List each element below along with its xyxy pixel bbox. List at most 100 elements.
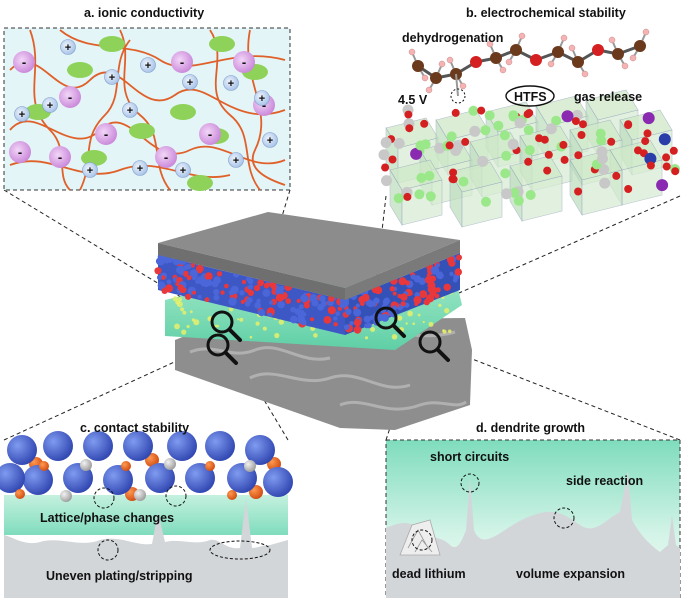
cathode-particle	[183, 270, 189, 276]
panel-a-title: a. ionic conductivity	[84, 6, 204, 20]
ceramic-filler	[81, 150, 107, 166]
ceramic-filler	[99, 36, 125, 52]
hydrogen-atom	[499, 66, 507, 74]
cation: +	[140, 57, 156, 73]
lattice-cell	[449, 161, 503, 229]
anion-symbol: -	[208, 127, 212, 142]
cathode-particle	[392, 305, 398, 311]
cathode-particle	[189, 269, 198, 278]
lattice-atom	[480, 125, 491, 136]
cathode-particle	[317, 303, 325, 311]
cation: +	[104, 69, 120, 85]
electrolyte-particle	[428, 321, 434, 327]
ceramic-filler	[170, 104, 196, 120]
cathode-particle	[398, 277, 407, 286]
hydrogen-atom	[547, 60, 555, 68]
lattice-atom	[513, 195, 524, 206]
electrolyte-particle	[237, 318, 240, 321]
interface-particle	[244, 460, 256, 472]
lattice-label: Lattice/phase changes	[40, 511, 174, 525]
interface-particle	[227, 490, 237, 500]
cation-symbol: +	[180, 165, 186, 177]
lattice-atom	[574, 151, 583, 160]
lattice-atom	[393, 137, 405, 149]
lattice-atom	[523, 110, 532, 119]
cathode-particle	[23, 465, 53, 495]
lattice-atom	[404, 110, 413, 119]
lattice-atom	[624, 185, 633, 193]
cathode-particle	[443, 283, 451, 291]
lattice-atom	[514, 117, 526, 129]
cathode-particle	[424, 276, 432, 284]
cathode-particle	[220, 290, 225, 295]
cathode-particle	[186, 275, 192, 281]
side-reaction-label: side reaction	[566, 474, 643, 488]
cathode-particle	[265, 282, 271, 287]
lattice-atom	[543, 166, 552, 175]
electrolyte-particle	[228, 307, 234, 312]
anion: -	[171, 51, 193, 73]
cathode-particle	[294, 308, 302, 315]
cation-symbol: +	[109, 72, 115, 84]
anion-symbol: -	[104, 127, 108, 142]
lattice-atom	[634, 146, 642, 155]
lattice-atom	[642, 112, 655, 125]
interface-particle	[134, 489, 146, 501]
cathode-particle	[435, 287, 441, 293]
cation-symbol: +	[187, 77, 193, 89]
electrolyte-particle	[412, 322, 416, 326]
interface-particle	[39, 461, 49, 471]
lattice-atom	[509, 187, 520, 198]
polymer-chain	[29, 29, 71, 191]
electrolyte-particle	[181, 329, 187, 335]
cathode-particle	[241, 279, 247, 285]
cathode-particle	[323, 316, 332, 324]
htfs-label: HTFS	[514, 90, 547, 104]
electrolyte-particle	[174, 323, 180, 330]
cathode-particle	[285, 298, 292, 304]
electrolyte-particle	[417, 313, 421, 317]
lattice-atom	[424, 170, 435, 181]
panel-d-dashed-marks	[411, 473, 575, 551]
cathode-particle	[449, 271, 454, 277]
lattice-atom	[577, 131, 586, 139]
cathode-particle	[446, 255, 455, 264]
voltage-label: 4.5 V	[398, 93, 428, 107]
electrolyte-particle	[278, 319, 284, 325]
carbon-atom	[572, 56, 584, 68]
cathode-particle	[296, 299, 301, 303]
electrolyte-particle	[364, 336, 369, 340]
hydrogen-atom	[581, 70, 589, 78]
lattice-atom	[656, 179, 669, 192]
cathode-particle	[400, 301, 406, 307]
cathode-particle	[353, 325, 362, 334]
lattice-atom	[477, 155, 489, 167]
lattice-atom	[643, 129, 652, 138]
cathode-particle	[185, 293, 192, 300]
cathode-particle	[154, 267, 162, 275]
cathode-particle	[349, 321, 354, 326]
electrolyte-particle	[182, 310, 187, 315]
cathode-particle	[430, 266, 440, 275]
magnifier-icon	[210, 310, 242, 342]
cathode-particle	[277, 301, 285, 309]
cathode-crystal-lattice	[378, 89, 680, 229]
panel-d-title: d. dendrite growth	[476, 421, 585, 435]
electrolyte-particle	[172, 296, 178, 302]
anion-symbol: -	[68, 90, 72, 105]
cathode-particle	[269, 300, 274, 305]
lattice-atom	[458, 176, 469, 187]
cathode-particle	[290, 306, 296, 313]
electrolyte-particle	[180, 307, 185, 312]
lattice-atom	[561, 110, 574, 123]
lattice-atom	[484, 110, 495, 121]
panel-c-electrolyte-band	[4, 495, 288, 535]
lattice-atom	[525, 190, 536, 200]
lattice-atom	[508, 110, 519, 121]
cation: +	[122, 102, 138, 118]
short-circuits-label: short circuits	[430, 450, 509, 464]
cathode-particle	[240, 299, 245, 304]
lattice-atom	[644, 152, 657, 165]
lattice-atom	[571, 117, 580, 126]
carbon-atom	[490, 52, 502, 64]
